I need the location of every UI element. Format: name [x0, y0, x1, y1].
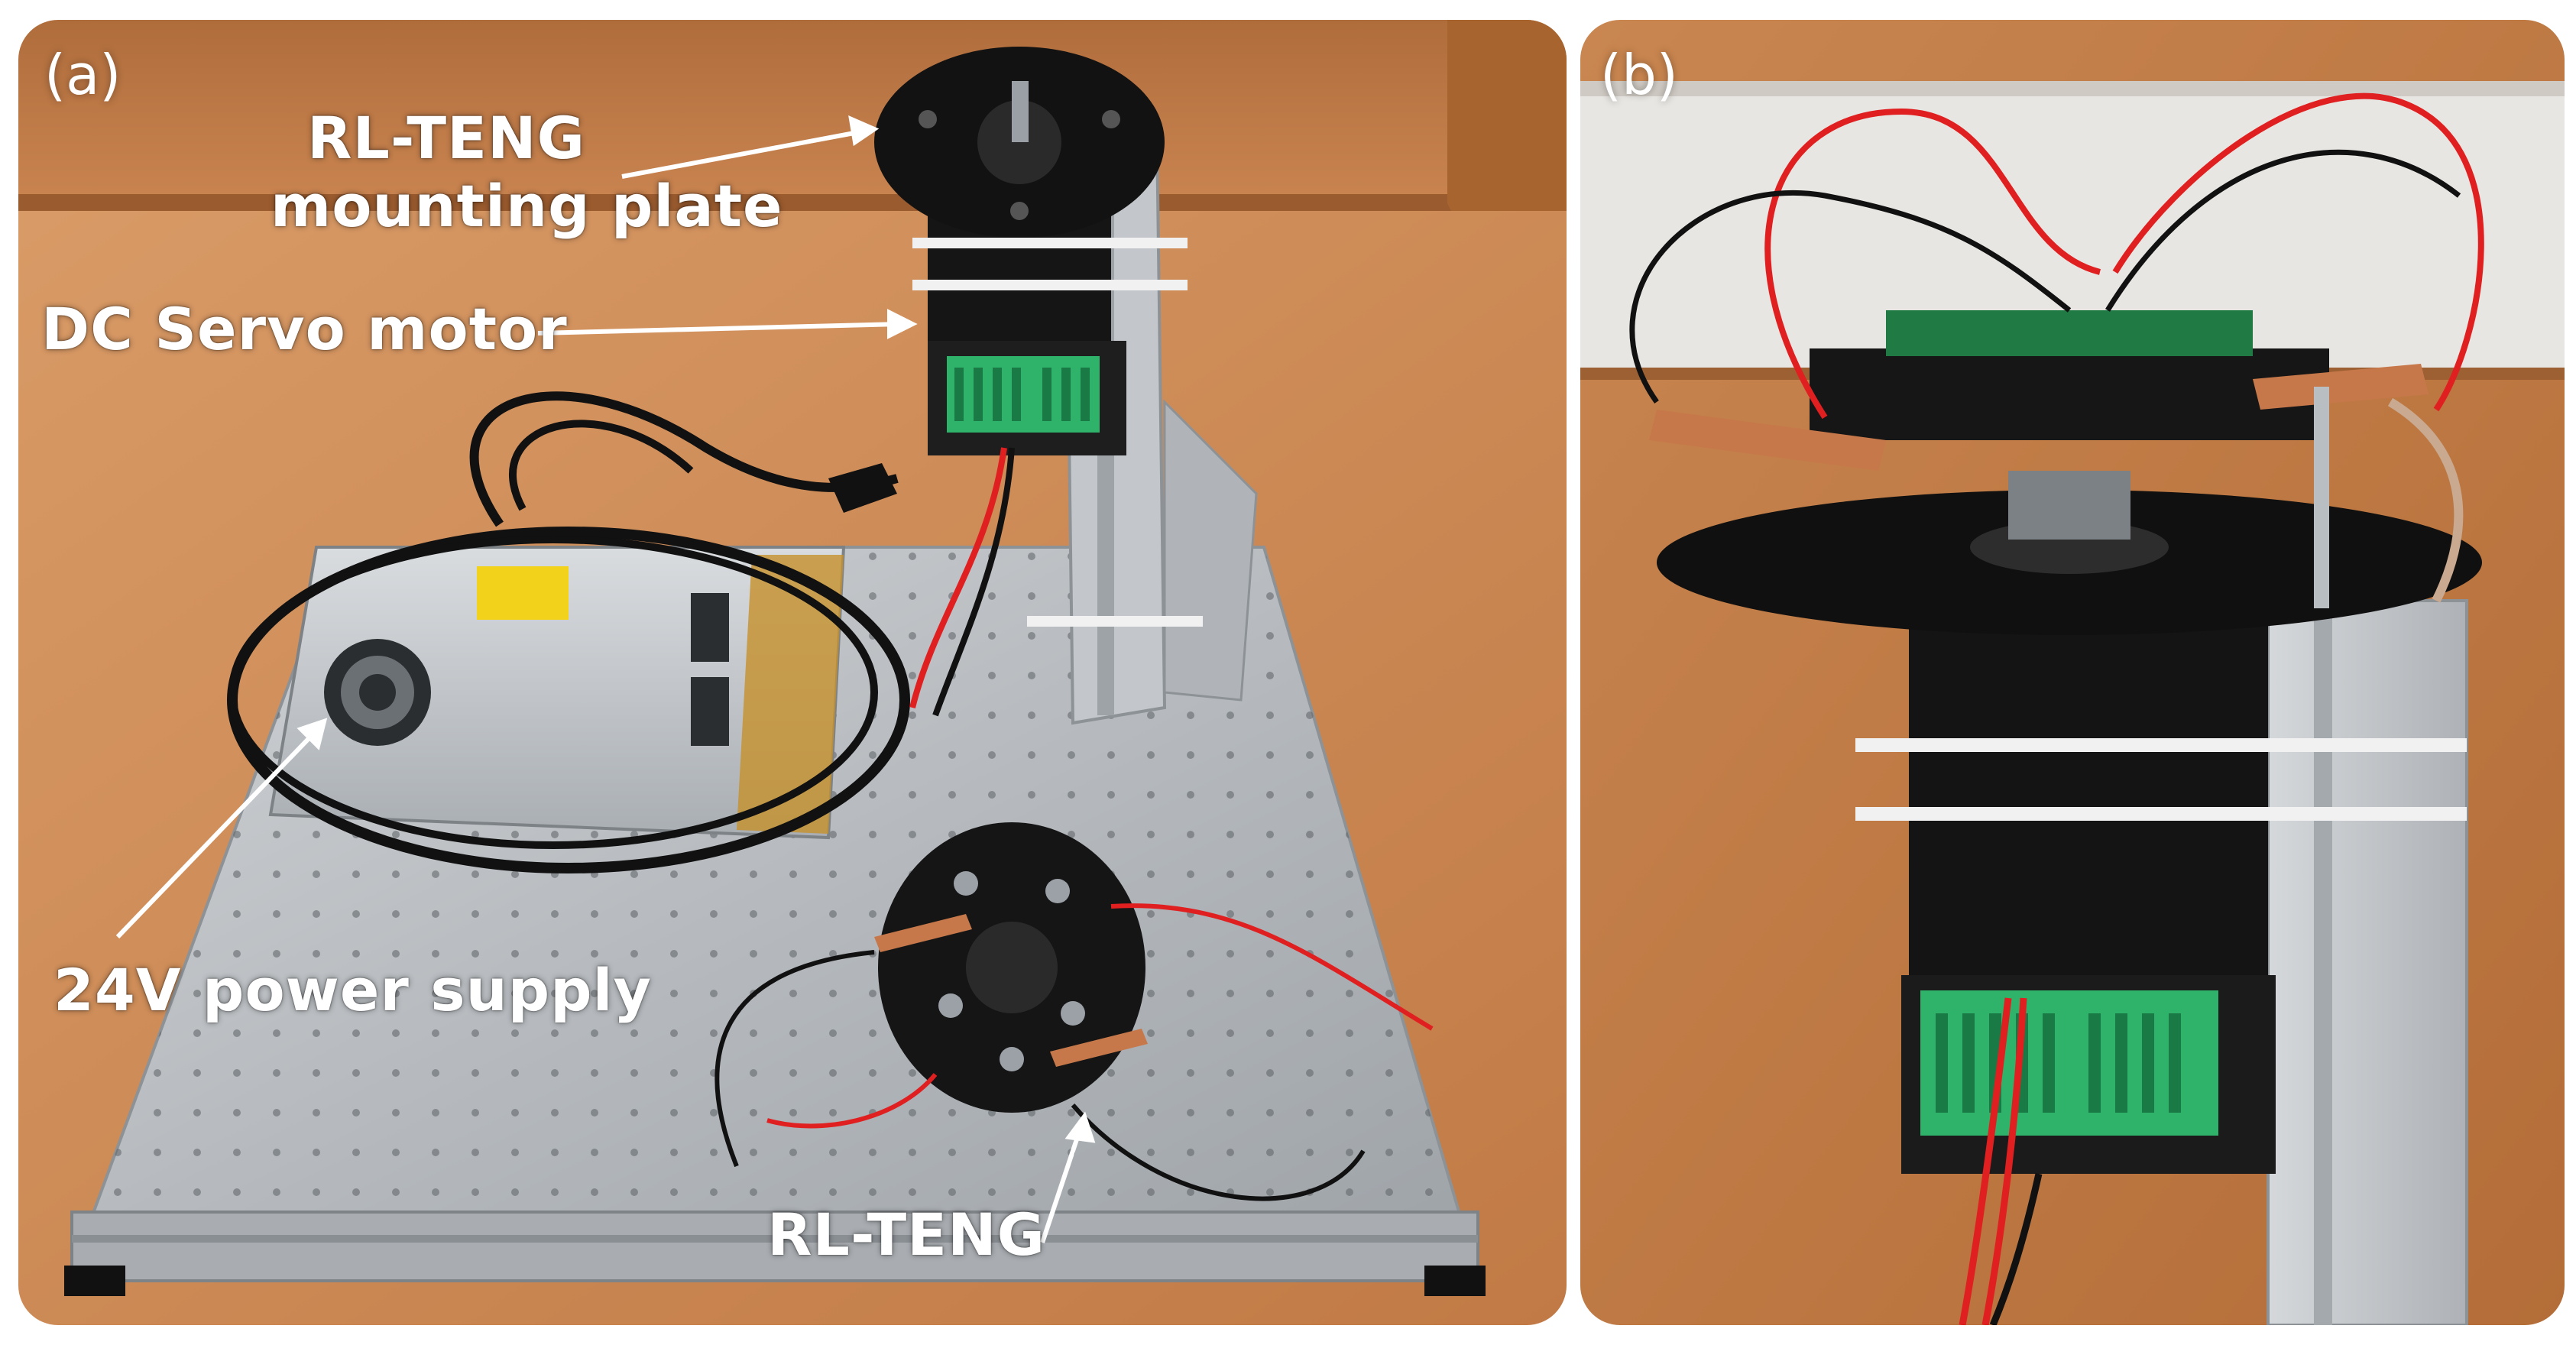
servo-motor-body — [1909, 601, 2268, 998]
wire-black-loop — [1629, 190, 2072, 404]
callout-mounting-plate: RL-TENG mounting plate — [271, 104, 783, 240]
annotation-arrows — [115, 115, 1096, 1243]
rail-end-cap-right — [1424, 1266, 1486, 1296]
cable-tie — [912, 238, 1188, 248]
cable-tie — [1855, 738, 2467, 752]
rl-teng-rotor — [1810, 348, 2329, 440]
teng-wire-black — [714, 950, 875, 1168]
callout-mounting-plate-line1: RL-TENG — [306, 104, 586, 172]
panel-label-a: (a) — [44, 43, 122, 107]
callout-servo-motor: DC Servo motor — [41, 295, 568, 363]
wood-back-wall — [18, 20, 1567, 203]
controller-wire-red — [1959, 997, 2012, 1325]
copper-electrode — [874, 914, 972, 952]
motor-shaft — [1012, 81, 1029, 142]
kapton-tape — [737, 555, 844, 834]
terminal-block — [947, 356, 1100, 433]
wood-shelf-edge — [18, 194, 1567, 211]
breadboard-front-rail — [70, 1210, 1479, 1282]
callout-mounting-plate-line2: mounting plate — [271, 172, 783, 240]
motor-wire-red — [909, 447, 1007, 708]
power-supply-warning-label — [477, 566, 569, 620]
teng-wire-red — [1110, 903, 1434, 1031]
rail-end-cap-left — [64, 1266, 125, 1296]
power-plug — [828, 463, 897, 513]
support-rod — [2314, 387, 2329, 608]
closeup-photo — [1580, 20, 2565, 1325]
bearing — [2008, 471, 2130, 540]
wire-red-loop — [1764, 108, 2101, 420]
panel-label-b: (b) — [1600, 43, 1678, 107]
coax-cable — [2387, 397, 2464, 603]
copper-tape — [1649, 410, 1886, 471]
pcb — [1886, 310, 2253, 356]
photo-panel-a: (a) RL-TENG mounting plate DC Servo moto… — [18, 20, 1567, 1325]
callout-power-supply: 24V power supply — [53, 956, 653, 1024]
callout-rl-teng: RL-TENG — [767, 1201, 1046, 1269]
setup-photo — [18, 20, 1567, 1325]
aluminium-profile — [2267, 599, 2468, 1325]
photo-panel-b: (b) — [1580, 20, 2565, 1325]
